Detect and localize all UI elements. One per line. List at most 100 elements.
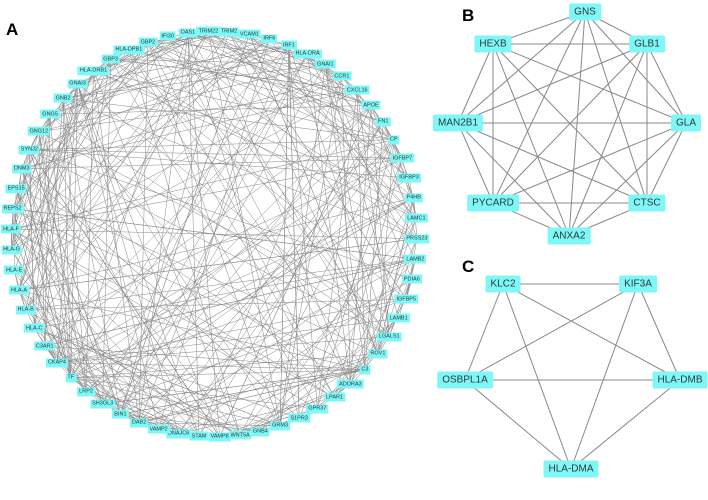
node-gpr37[interactable]: GPR37 — [306, 404, 329, 414]
node-gla[interactable]: GLA — [670, 114, 702, 132]
node-ifi30[interactable]: IFI30 — [159, 31, 176, 41]
edge — [12, 36, 168, 209]
node-man2b1[interactable]: MAN2B1 — [432, 114, 484, 132]
edge — [139, 369, 365, 423]
node-ckap4[interactable]: CKAP4 — [45, 358, 68, 368]
node-lamb2[interactable]: LAMB2 — [404, 254, 427, 264]
node-ccr1[interactable]: CCR1 — [332, 71, 352, 81]
edge — [128, 49, 366, 370]
edge — [21, 168, 103, 404]
node-eps15[interactable]: EPS15 — [5, 184, 27, 194]
node-hla-b[interactable]: HLA-B — [15, 305, 36, 315]
node-hla-a[interactable]: HLA-A — [8, 285, 30, 295]
node-tf[interactable]: TF — [65, 373, 77, 383]
node-dnm3[interactable]: DNM3 — [11, 164, 32, 174]
node-gnb2[interactable]: GNB2 — [53, 93, 73, 103]
edge — [402, 158, 417, 219]
node-igfbp3[interactable]: IGFBP3 — [397, 173, 421, 183]
node-gns[interactable]: GNS — [569, 3, 601, 21]
node-gng5[interactable]: GNG5 — [40, 109, 60, 119]
edge — [11, 41, 149, 251]
edge — [158, 238, 418, 430]
node-irf6[interactable]: IRF6 — [261, 34, 278, 44]
node-cxcl16[interactable]: CXCL16 — [344, 85, 370, 95]
node-kif3a[interactable]: KIF3A — [619, 275, 657, 293]
node-hexb[interactable]: HEXB — [474, 35, 512, 53]
node-cp[interactable]: CP — [387, 135, 400, 145]
edge — [492, 43, 687, 124]
edge — [457, 43, 494, 124]
node-hla-dmb[interactable]: HLA-DMB — [652, 371, 708, 389]
edge — [70, 353, 378, 379]
edge — [10, 168, 23, 230]
edge — [12, 41, 149, 209]
node-trim2[interactable]: TRIM2 — [218, 27, 240, 37]
node-lamc1[interactable]: LAMC1 — [405, 213, 428, 223]
node-anxa2[interactable]: ANXA2 — [547, 227, 591, 245]
edge — [110, 59, 418, 239]
node-hla-dma[interactable]: HLA-DMA — [543, 460, 599, 478]
node-gnai1[interactable]: GNAI1 — [315, 59, 336, 69]
edge — [21, 168, 241, 436]
node-p4hb[interactable]: P4HB — [404, 193, 423, 203]
node-hla-dpb1[interactable]: HLA-DPB1 — [113, 45, 145, 55]
edge — [21, 168, 351, 385]
node-pdia6[interactable]: PDIA6 — [401, 274, 422, 284]
node-prss23[interactable]: PRSS23 — [404, 234, 430, 244]
node-apoe[interactable]: APOE — [361, 100, 381, 110]
node-igfbp5[interactable]: IGFBP5 — [394, 294, 419, 304]
node-irf1[interactable]: IRF1 — [280, 40, 297, 50]
node-gbp3[interactable]: GBP3 — [101, 54, 120, 64]
node-rov1[interactable]: ROV1 — [368, 349, 388, 359]
node-wnt5a[interactable]: WNT5A — [228, 430, 252, 440]
node-pycard[interactable]: PYCARD — [467, 194, 519, 212]
node-igfbp7[interactable]: IGFBP7 — [390, 153, 415, 163]
edge — [492, 122, 687, 204]
node-osbpl1a[interactable]: OSBPL1A — [437, 371, 493, 389]
node-lamb1[interactable]: LAMB1 — [387, 313, 410, 323]
node-adora3[interactable]: ADORA3 — [337, 379, 364, 389]
node-dab2[interactable]: DAB2 — [129, 418, 149, 428]
node-vcam1[interactable]: VCAM1 — [237, 29, 261, 39]
edge — [208, 30, 351, 385]
node-hla-e[interactable]: HLA-E — [4, 265, 25, 275]
node-gbp2[interactable]: GBP2 — [138, 37, 158, 47]
node-hla-g[interactable]: HLA-G — [1, 245, 23, 255]
node-lgals1[interactable]: LGALS1 — [376, 332, 402, 342]
node-klc2[interactable]: KLC2 — [485, 275, 521, 293]
node-hla-dra[interactable]: HLA-DRA — [293, 49, 322, 59]
node-c3ar1[interactable]: C3AR1 — [33, 341, 56, 351]
node-gnai3[interactable]: GNAI3 — [67, 79, 88, 89]
node-c3[interactable]: C3 — [359, 365, 371, 375]
node-reps2[interactable]: REPS2 — [1, 204, 24, 214]
node-sh3gl3[interactable]: SH3GL3 — [90, 399, 116, 409]
edge — [147, 41, 335, 398]
node-vamp2[interactable]: VAMP2 — [147, 424, 170, 434]
node-vamp8[interactable]: VAMP8 — [208, 432, 231, 442]
node-ctsc[interactable]: CTSC — [628, 194, 666, 212]
node-lrp2[interactable]: LRP2 — [77, 387, 95, 397]
node-lpar1[interactable]: LPAR1 — [324, 392, 346, 402]
node-gng12[interactable]: GNG12 — [27, 126, 51, 136]
edge — [139, 422, 281, 427]
edge — [18, 238, 417, 291]
edge — [570, 379, 681, 470]
edge — [21, 158, 403, 170]
node-glb1[interactable]: GLB1 — [629, 35, 665, 53]
node-oas1[interactable]: OAS1 — [178, 28, 198, 38]
node-dnajc6[interactable]: DNAJC6 — [165, 429, 192, 439]
edge — [56, 298, 407, 363]
node-trim22[interactable]: TRIM22 — [196, 26, 221, 36]
node-hla-drb1[interactable]: HLA-DRB1 — [77, 66, 110, 76]
node-grm3[interactable]: GRM3 — [270, 421, 291, 431]
node-synj2[interactable]: SYNJ2 — [18, 145, 40, 155]
node-bin1[interactable]: BIN1 — [112, 409, 129, 419]
node-hla-c[interactable]: HLA-C — [24, 323, 45, 333]
node-stam[interactable]: STAM — [189, 431, 209, 441]
node-hla-f[interactable]: HLA-F — [1, 224, 21, 234]
node-gnb4[interactable]: GNB4 — [250, 427, 270, 437]
edge — [85, 70, 94, 392]
node-s1pr3[interactable]: S1PR3 — [288, 413, 310, 423]
node-fn1[interactable]: FN1 — [376, 117, 391, 127]
edge — [187, 32, 372, 106]
